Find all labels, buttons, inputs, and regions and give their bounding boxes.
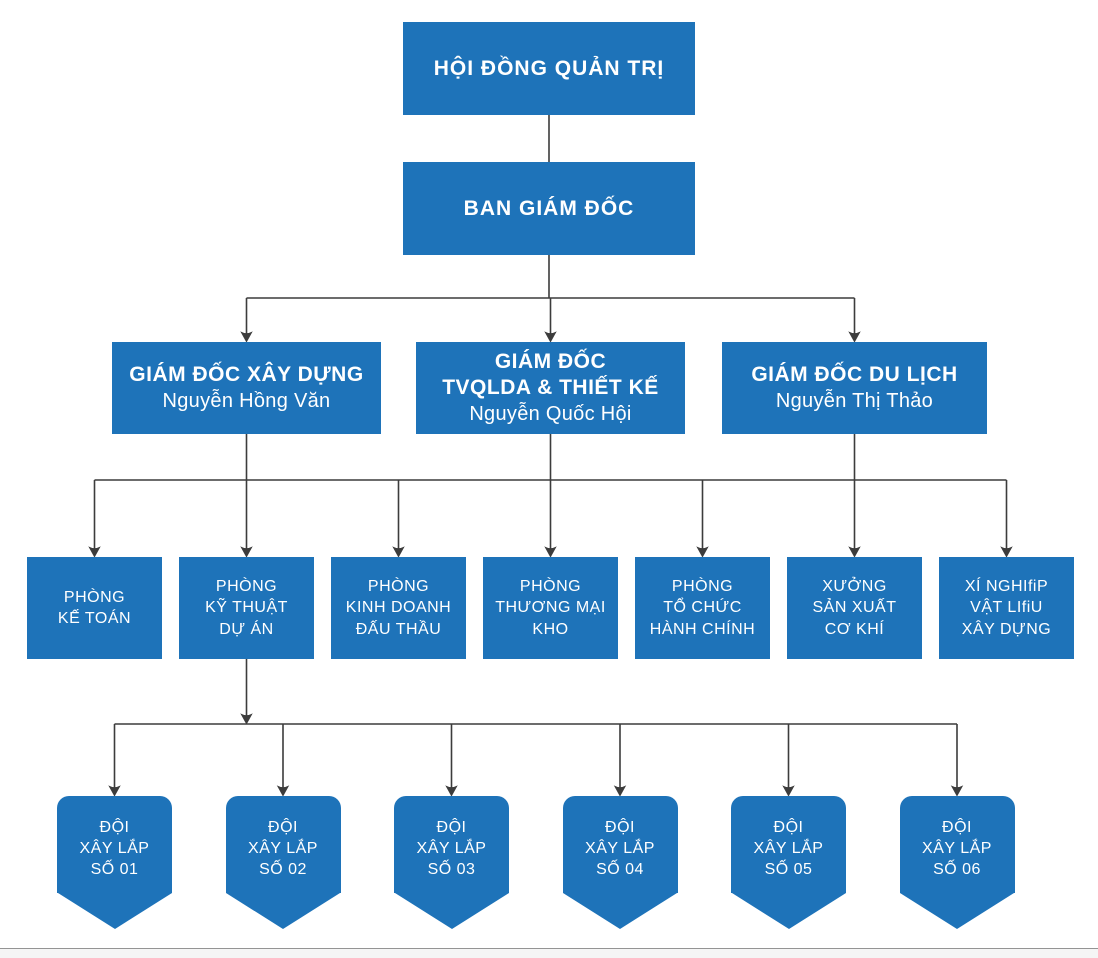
banner-body: ĐỘI XÂY LẮP SỐ 03 <box>394 796 509 893</box>
team-line: SỐ 03 <box>427 861 476 878</box>
team-banner-so-04[interactable]: ĐỘI XÂY LẮP SỐ 04 <box>562 796 678 929</box>
box-hoi-dong-quan-tri[interactable]: HỘI ĐỒNG QUẢN TRỊ <box>403 22 695 115</box>
dept-line: PHÒNG <box>63 588 126 606</box>
banner-body: ĐỘI XÂY LẮP SỐ 05 <box>731 796 846 893</box>
team-line: SỐ 06 <box>933 861 981 878</box>
dept-line: TỔ CHỨC <box>663 599 742 617</box>
box-giam-doc-du-lich[interactable]: GIÁM ĐỐC DU LỊCH Nguyễn Thị Thảo <box>722 342 987 434</box>
dept-box-ke-toan[interactable]: PHÒNG KẾ TOÁN <box>27 557 162 659</box>
box-title: HỘI ĐỒNG QUẢN TRỊ <box>433 56 665 80</box>
team-line: XÂY LẮP <box>416 840 487 857</box>
team-line: SỐ 05 <box>764 861 813 878</box>
dept-line: VẬT LIfiU <box>970 599 1043 617</box>
dept-box-kinh-doanh-dau-thau[interactable]: PHÒNG KINH DOANH ĐẤU THẦU <box>331 557 466 659</box>
dept-line: PHÒNG <box>215 577 278 595</box>
dept-line: ĐẤU THẦU <box>355 620 442 638</box>
dept-line: CƠ KHÍ <box>824 620 885 638</box>
dept-line: PHÒNG <box>367 577 430 595</box>
team-line: ĐỘI <box>942 819 972 836</box>
dept-line: KỸ THUẬT <box>205 599 288 617</box>
dept-box-ky-thuat-du-an[interactable]: PHÒNG KỸ THUẬT DỰ ÁN <box>179 557 314 659</box>
dept-line: PHÒNG <box>671 577 734 595</box>
team-banner-so-06[interactable]: ĐỘI XÂY LẮP SỐ 06 <box>899 796 1015 929</box>
team-banner-so-05[interactable]: ĐỘI XÂY LẮP SỐ 05 <box>731 796 846 929</box>
team-line: SỐ 04 <box>596 861 644 878</box>
director-title: GIÁM ĐỐC XÂY DỰNG <box>129 363 364 386</box>
banner-point <box>731 893 846 929</box>
director-title: TVQLDA & THIẾT KẾ <box>442 376 659 399</box>
banner-point <box>394 893 509 929</box>
banner-point <box>226 893 340 929</box>
team-line: XÂY LẮP <box>585 840 655 857</box>
director-title: GIÁM ĐỐC DU LỊCH <box>751 363 958 386</box>
banner-body: ĐỘI XÂY LẮP SỐ 02 <box>225 796 341 893</box>
dept-line: DỰ ÁN <box>219 620 274 638</box>
dept-line: XÍ NGHIfiP <box>964 577 1049 595</box>
banner-point <box>57 893 172 929</box>
team-line: ĐỘI <box>605 819 635 836</box>
window-bottom-edge <box>0 948 1098 958</box>
team-line: ĐỘI <box>268 819 298 836</box>
team-line: SỐ 01 <box>90 861 139 878</box>
banner-body: ĐỘI XÂY LẮP SỐ 01 <box>57 796 172 893</box>
director-title: GIÁM ĐỐC <box>494 350 607 373</box>
team-banner-so-03[interactable]: ĐỘI XÂY LẮP SỐ 03 <box>394 796 509 929</box>
box-ban-giam-doc[interactable]: BAN GIÁM ĐỐC <box>403 162 695 255</box>
dept-box-to-chuc-hanh-chinh[interactable]: PHÒNG TỔ CHỨC HÀNH CHÍNH <box>635 557 770 659</box>
team-banner-so-02[interactable]: ĐỘI XÂY LẮP SỐ 02 <box>225 796 341 929</box>
director-name: Nguyễn Hồng Văn <box>162 390 331 412</box>
dept-line: THƯƠNG MẠI <box>495 599 606 617</box>
dept-line: KẾ TOÁN <box>57 610 132 627</box>
dept-line: KHO <box>532 620 569 638</box>
team-line: XÂY LẮP <box>753 840 824 857</box>
dept-box-xi-nghiep-vat-lieu-xay-dung[interactable]: XÍ NGHIfiP VẬT LIfiU XÂY DỰNG <box>939 557 1074 659</box>
team-line: XÂY LẮP <box>248 840 318 857</box>
banner-body: ĐỘI XÂY LẮP SỐ 06 <box>899 796 1015 893</box>
team-banner-so-01[interactable]: ĐỘI XÂY LẮP SỐ 01 <box>57 796 172 929</box>
box-giam-doc-tvqlda-thiet-ke[interactable]: GIÁM ĐỐC TVQLDA & THIẾT KẾ Nguyễn Quốc H… <box>416 342 685 434</box>
box-title: BAN GIÁM ĐỐC <box>463 196 635 220</box>
director-name: Nguyễn Thị Thảo <box>775 390 934 412</box>
team-line: XÂY LẮP <box>922 840 992 857</box>
box-giam-doc-xay-dung[interactable]: GIÁM ĐỐC XÂY DỰNG Nguyễn Hồng Văn <box>112 342 381 434</box>
dept-box-xuong-san-xuat-co-khi[interactable]: XƯỞNG SẢN XUẤT CƠ KHÍ <box>787 557 922 659</box>
dept-box-thuong-mai-kho[interactable]: PHÒNG THƯƠNG MẠI KHO <box>483 557 618 659</box>
banner-point <box>900 893 1014 929</box>
team-line: ĐỘI <box>436 819 467 836</box>
banner-point <box>563 893 677 929</box>
dept-line: XÂY DỰNG <box>961 620 1052 638</box>
dept-line: KINH DOANH <box>345 599 452 617</box>
team-line: ĐỘI <box>773 819 804 836</box>
director-name: Nguyễn Quốc Hội <box>469 403 632 425</box>
team-line: SỐ 02 <box>259 861 307 878</box>
dept-line: PHÒNG <box>519 577 582 595</box>
team-line: XÂY LẮP <box>79 840 150 857</box>
banner-body: ĐỘI XÂY LẮP SỐ 04 <box>562 796 678 893</box>
dept-line: SẢN XUẤT <box>812 599 897 617</box>
dept-line: XƯỞNG <box>822 577 887 595</box>
team-line: ĐỘI <box>99 819 130 836</box>
dept-line: HÀNH CHÍNH <box>649 620 756 638</box>
